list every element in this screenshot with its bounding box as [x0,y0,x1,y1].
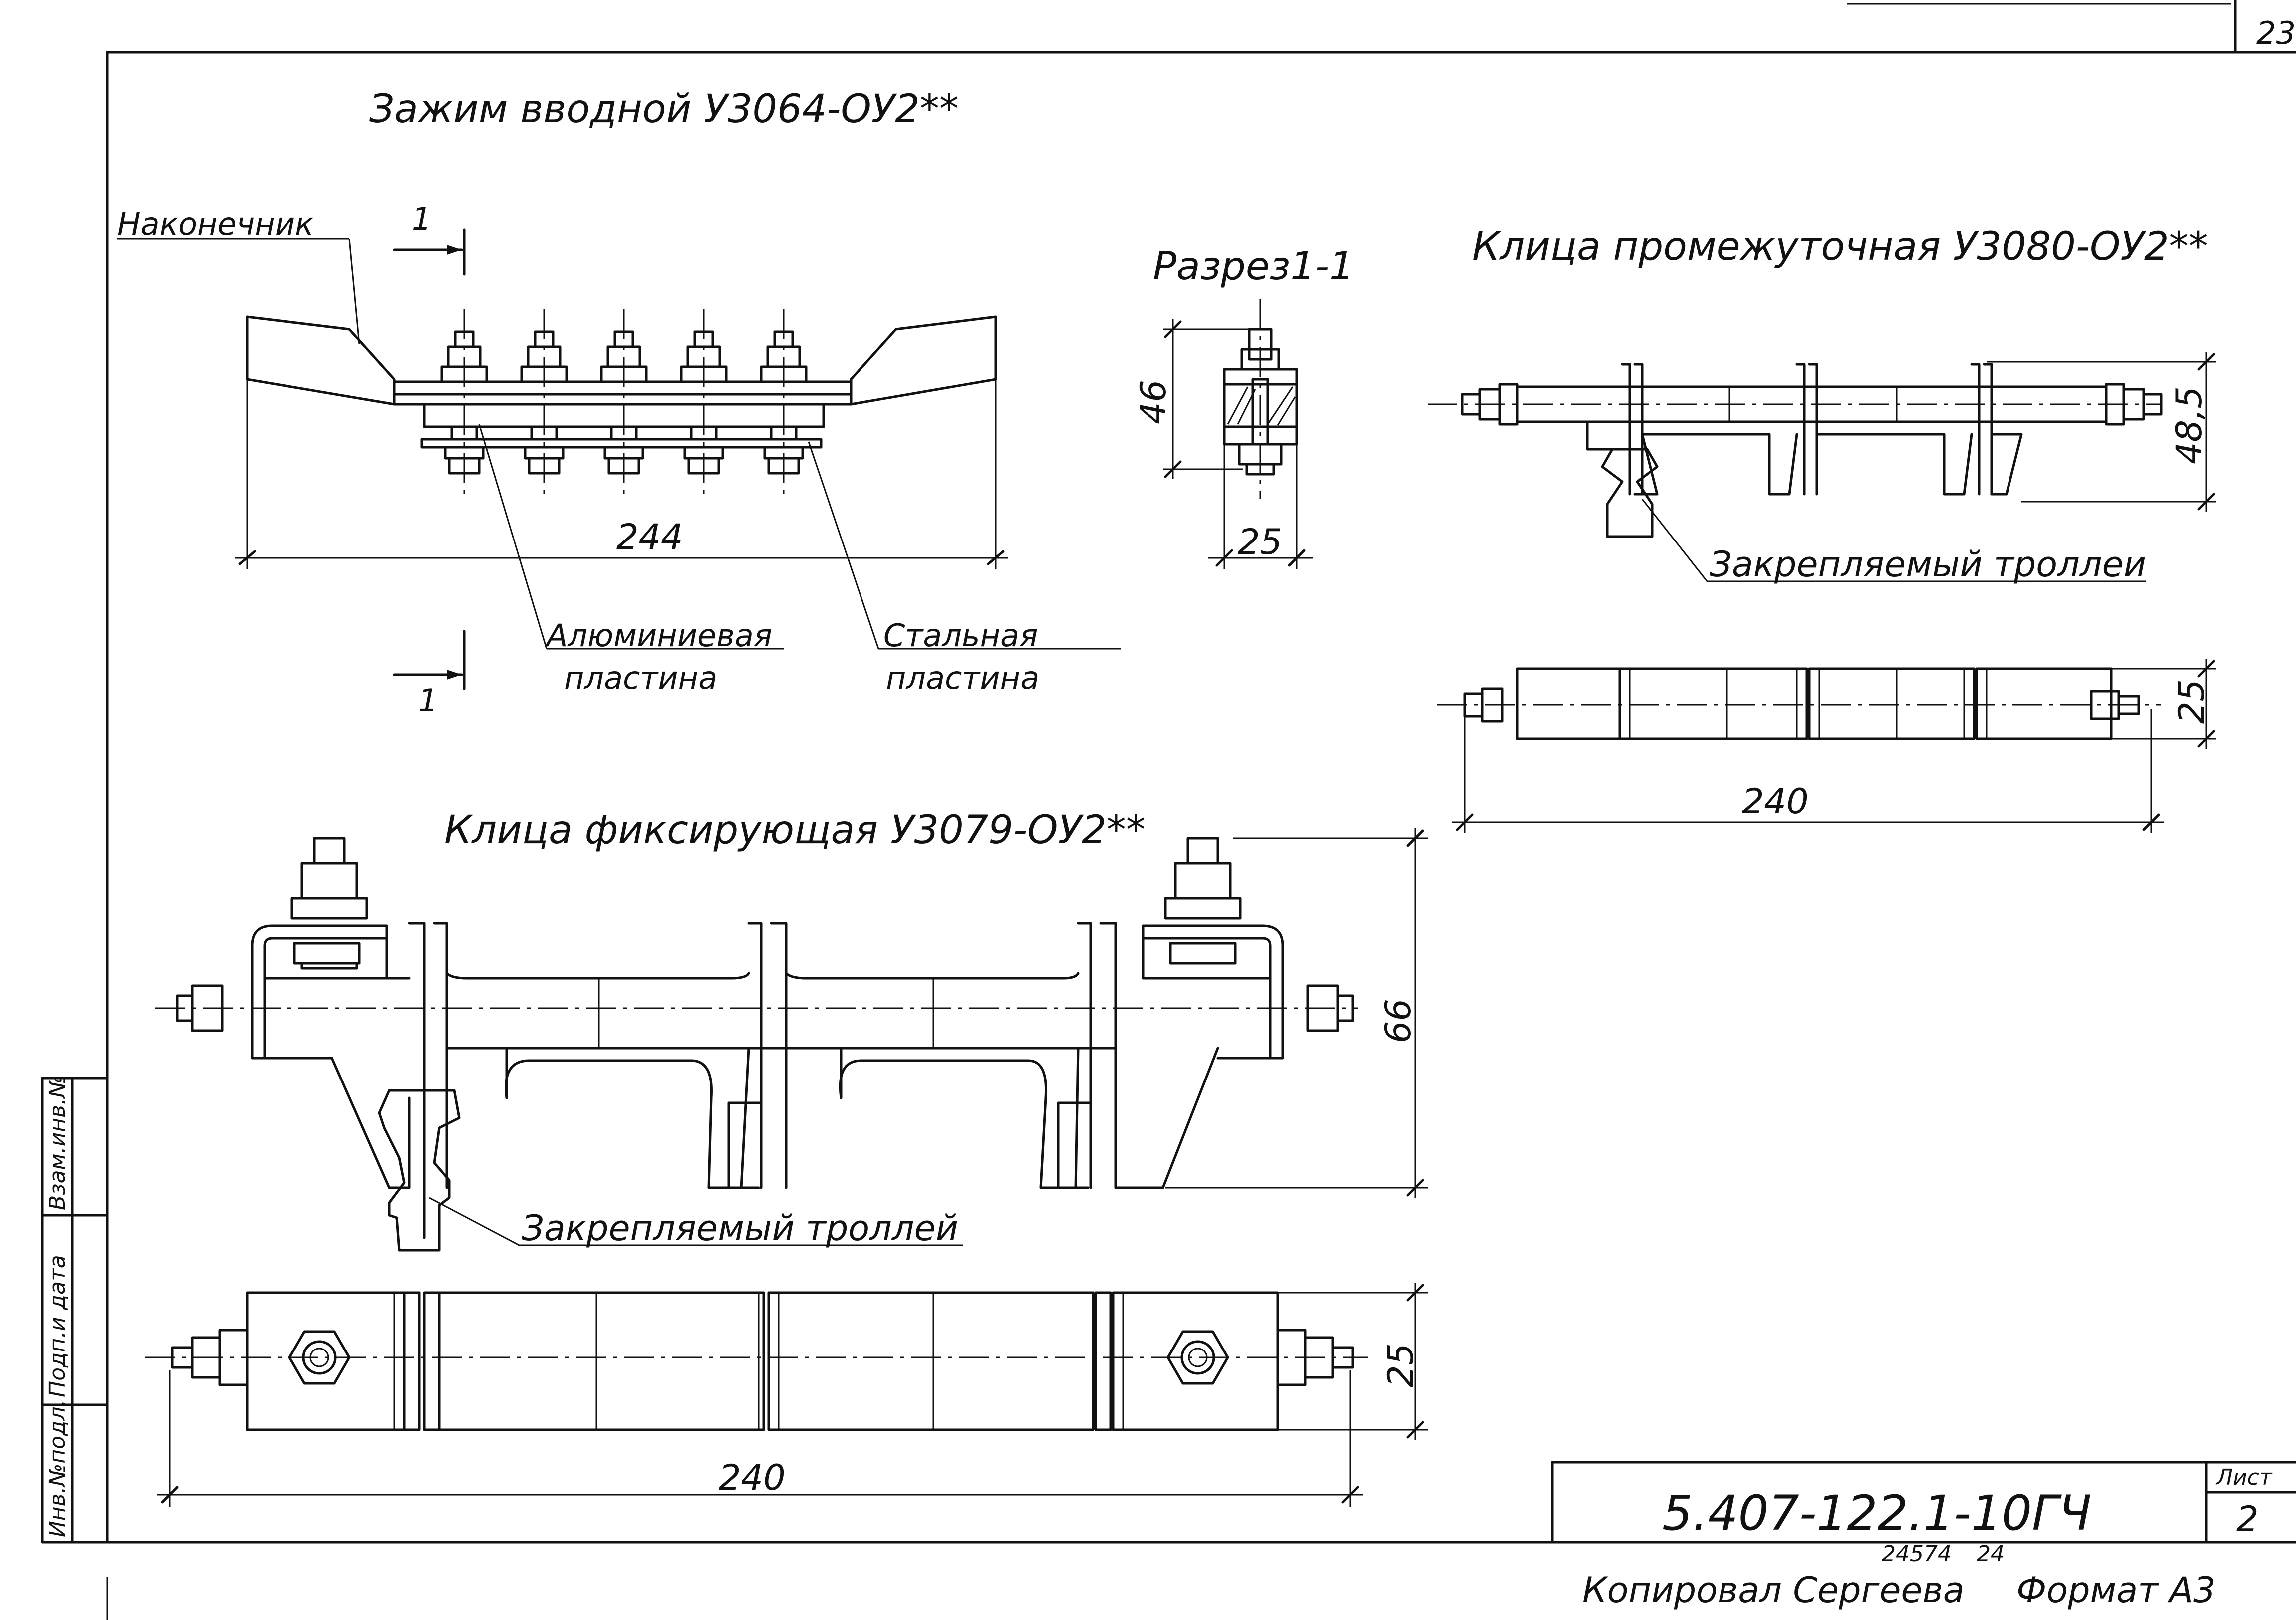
clamp-bolts [440,309,808,494]
fixing-clip-length-dimension [157,1370,1363,1507]
section-mark-top-number: 1 [412,201,431,237]
section-mark-bottom [393,630,466,690]
top-sheet-number: 23 [2256,15,2296,51]
intermediate-clip-height-dimension [1987,352,2216,512]
clamp-bolt [600,309,648,494]
side-stamp: Инв.№подл. Подп.и дата Взам.инв.№ [41,1075,109,1544]
section-height-dimension [1163,319,1248,479]
fixing-clip-front [155,837,1358,1252]
clamp-title: Зажим вводной У3064-ОУ2** [369,87,959,132]
clamp-bolt [760,309,808,494]
fixing-clip-width-dimension [1278,1283,1428,1440]
section-mark-top [393,228,466,276]
fixing-clip-trolley-label: Закрепляемый троллей [522,1208,958,1249]
copied-by: Копировал Сергеева [1582,1570,1965,1611]
tip-label: Наконечник [117,206,314,242]
list-label: Лист [2215,1465,2273,1490]
clamp-bolt [520,309,568,494]
clamp-bolt [440,309,488,494]
intermediate-clip-length-dimension [1452,709,2164,833]
section-drawing [1223,299,1298,499]
fixing-clip-title: Клица фиксирующая У3079-ОУ2** [444,808,1146,853]
inventory-suffix: 24 [1977,1541,2005,1567]
intermediate-clip-width-dimension [2111,659,2216,749]
intermediate-clip-front [1428,363,2163,538]
section-title: Разрез1-1 [1153,244,1354,289]
fixing-clip-height-dimension [1165,828,1428,1198]
fixing-clip-length-value: 240 [719,1457,786,1498]
inventory-number: 24574 [1882,1541,1952,1567]
clamp-bolt [680,309,728,494]
section-mark-bottom-number: 1 [418,682,438,719]
fixing-clip-width-value: 25 [1380,1343,1421,1387]
intermediate-clip-trolley-label: Закрепляемый троллеи [1710,544,2146,585]
intermediate-clip-plan [1437,667,2161,740]
steel-plate-label-line1: Стальная [883,617,1038,654]
fixing-clip-height-value: 66 [1378,999,1419,1043]
list-number: 2 [2236,1499,2259,1540]
stamp-signature-field: Подп.и дата [45,1255,70,1397]
section-height-value: 46 [1133,380,1174,424]
clamp-length-value: 244 [616,517,683,557]
intermediate-clip-height-value: 48,5 [2169,386,2210,464]
section-width-value: 25 [1238,522,1282,562]
intermediate-clip-title: Клица промежуточная У3080-ОУ2** [1472,224,2208,269]
aluminium-plate-label-line1: Алюминиевая [545,617,772,654]
intermediate-clip-width-value: 25 [2171,679,2212,724]
title-block [1551,1461,2296,1544]
section-width-dimension [1208,444,1313,569]
fixing-clip-plan [145,1291,1368,1431]
steel-plate-label-line2: пластина [886,660,1039,696]
stamp-inventory-field: Инв.№подл. [45,1399,70,1537]
stamp-replacement-field: Взам.инв.№ [45,1075,70,1210]
sheet-format: Формат А3 [2016,1570,2216,1611]
document-code: 5.407-122.1-10ГЧ [1662,1485,2091,1541]
clamp-length-dimension [235,379,1008,569]
aluminium-plate-label-line2: пластина [564,660,717,696]
intermediate-clip-length-value: 240 [1742,781,1809,822]
